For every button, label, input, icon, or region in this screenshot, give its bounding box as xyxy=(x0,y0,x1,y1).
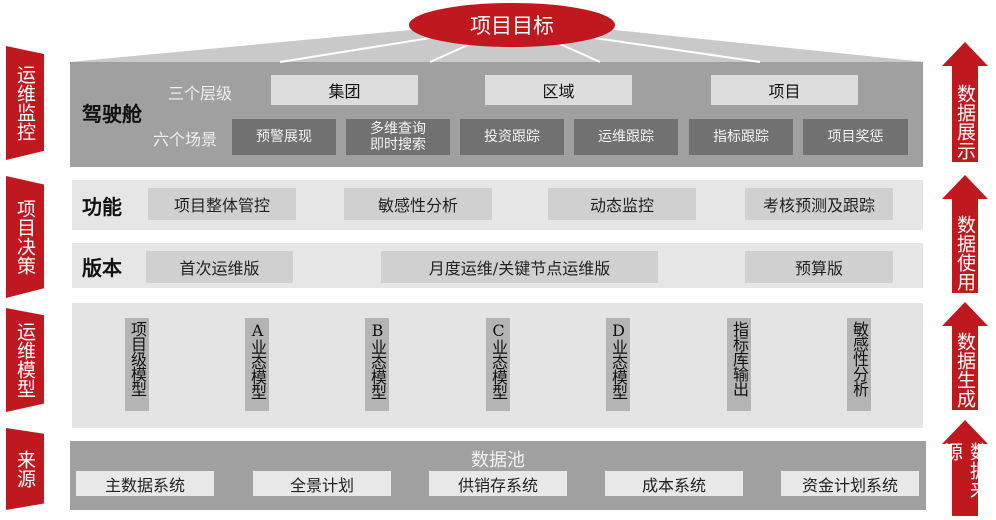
function-item: 项目整体管控 xyxy=(148,188,296,220)
source-system-item: 成本系统 xyxy=(605,471,743,496)
data-pool-title: 数据池 xyxy=(471,450,525,471)
function-item: 敏感性分析 xyxy=(344,188,492,220)
levels-label: 三个层级 xyxy=(168,84,233,103)
source-system-item: 主数据系统 xyxy=(76,471,214,496)
scene-item: 投资跟踪 xyxy=(460,119,564,155)
version-item: 首次运维版 xyxy=(146,251,293,283)
version-item: 预算版 xyxy=(745,251,893,283)
versions-title: 版本 xyxy=(82,256,122,280)
source-system-item: 供销存系统 xyxy=(429,471,567,496)
right-arrow-data-display: 数据展示 xyxy=(942,42,988,162)
model-item: 项目级模型 xyxy=(125,318,149,411)
left-label-source: 来源 xyxy=(6,428,44,510)
model-item: A业态模型 xyxy=(245,318,269,411)
level-region: 区域 xyxy=(485,75,632,105)
function-item: 动态监控 xyxy=(548,188,696,220)
arrow-label: 数据展示 xyxy=(952,64,978,162)
model-item: C业态模型 xyxy=(486,318,510,411)
function-item: 考核预测及跟踪 xyxy=(745,188,893,220)
arrow-up-icon xyxy=(942,302,988,326)
scene-item: 指标跟踪 xyxy=(689,119,793,155)
model-item: D业态模型 xyxy=(606,318,630,411)
cockpit-title: 驾驶舱 xyxy=(82,102,142,126)
level-project: 项目 xyxy=(711,75,858,105)
scene-item: 多维查询即时搜索 xyxy=(346,119,450,155)
model-item: B业态模型 xyxy=(365,318,389,411)
project-goal-ellipse: 项目目标 xyxy=(409,3,615,47)
arrow-up-icon xyxy=(942,420,988,444)
level-group: 集团 xyxy=(271,75,418,105)
model-item: 指标库输出 xyxy=(727,318,751,411)
left-label-project-decision: 项目决策 xyxy=(6,176,44,298)
version-item: 月度运维/关键节点运维版 xyxy=(381,251,658,283)
right-arrow-data-use: 数据使用 xyxy=(942,175,988,293)
source-system-item: 资金计划系统 xyxy=(781,471,919,496)
right-arrow-data-gen: 数据生成 xyxy=(942,302,988,410)
scenes-label: 六个场景 xyxy=(153,130,218,149)
left-label-ops-model: 运维模型 xyxy=(6,308,44,412)
arrow-label: 数据生成 xyxy=(952,324,978,410)
arrow-up-icon xyxy=(942,175,988,199)
arrow-label: 数据使用 xyxy=(952,197,978,293)
left-label-ops-monitor: 运维监控 xyxy=(6,46,44,160)
right-arrow-data-source: 数据来源 xyxy=(941,420,989,516)
scene-item: 运维跟踪 xyxy=(574,119,678,155)
functions-title: 功能 xyxy=(82,195,122,219)
arrow-label: 数据来源 xyxy=(941,442,989,516)
model-item: 敏感性分析 xyxy=(847,318,871,411)
scene-item: 预警展现 xyxy=(232,119,336,155)
source-system-item: 全景计划 xyxy=(253,471,391,496)
scene-item: 项目奖惩 xyxy=(803,119,908,155)
